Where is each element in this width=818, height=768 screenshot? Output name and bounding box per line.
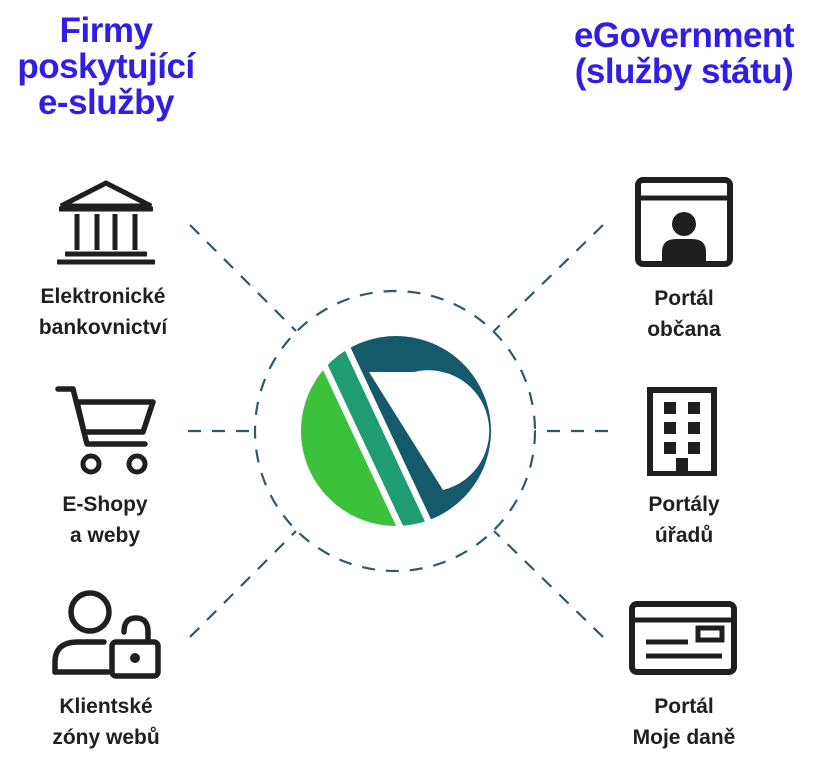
heading-right-line-2: (služby státu) — [574, 52, 794, 91]
connector-client — [189, 530, 297, 638]
heading-left: Firmy poskytující e-služby — [0, 13, 212, 121]
label-offices-line-2: úřadů — [654, 524, 714, 547]
shopping-cart-icon — [55, 386, 156, 475]
tax-card-icon — [629, 601, 737, 675]
label-offices: Portály úřadů — [584, 489, 784, 551]
heading-left-line-3: e-služby — [37, 83, 175, 122]
label-client-line-2: zóny webů — [52, 726, 160, 749]
label-taxes-line-1: Portál — [654, 695, 714, 718]
heading-left-line-2: poskytující — [17, 47, 195, 86]
label-bank-line-1: Elektronické — [40, 285, 166, 308]
label-taxes: Portál Moje daně — [584, 691, 784, 753]
heading-right-line-1: eGovernment — [573, 16, 795, 55]
label-eshop: E-Shopy a weby — [5, 489, 205, 551]
bank-building-icon — [57, 180, 155, 265]
label-offices-line-1: Portály — [648, 493, 720, 516]
label-taxes-line-2: Moje daně — [632, 726, 736, 749]
label-client-line-1: Klientské — [59, 695, 153, 718]
user-unlock-icon — [52, 590, 161, 679]
label-citizen-line-2: občana — [647, 318, 721, 341]
label-citizen: Portál občana — [584, 283, 784, 345]
connector-citizen — [493, 224, 604, 332]
label-eshop-line-1: E-Shopy — [62, 493, 148, 516]
office-building-icon — [647, 387, 717, 476]
label-citizen-line-1: Portál — [654, 287, 714, 310]
label-bank: Elektronické bankovnictví — [3, 281, 203, 343]
label-bank-line-2: bankovnictví — [38, 316, 168, 339]
connector-taxes — [493, 530, 604, 638]
label-client: Klientské zóny webů — [6, 691, 206, 753]
connector-bank — [189, 224, 297, 332]
user-portal-window-icon — [635, 177, 733, 267]
heading-right: eGovernment (služby státu) — [560, 18, 808, 90]
heading-left-line-1: Firmy — [59, 11, 153, 50]
center-logo — [301, 336, 491, 526]
label-eshop-line-2: a weby — [69, 524, 141, 547]
